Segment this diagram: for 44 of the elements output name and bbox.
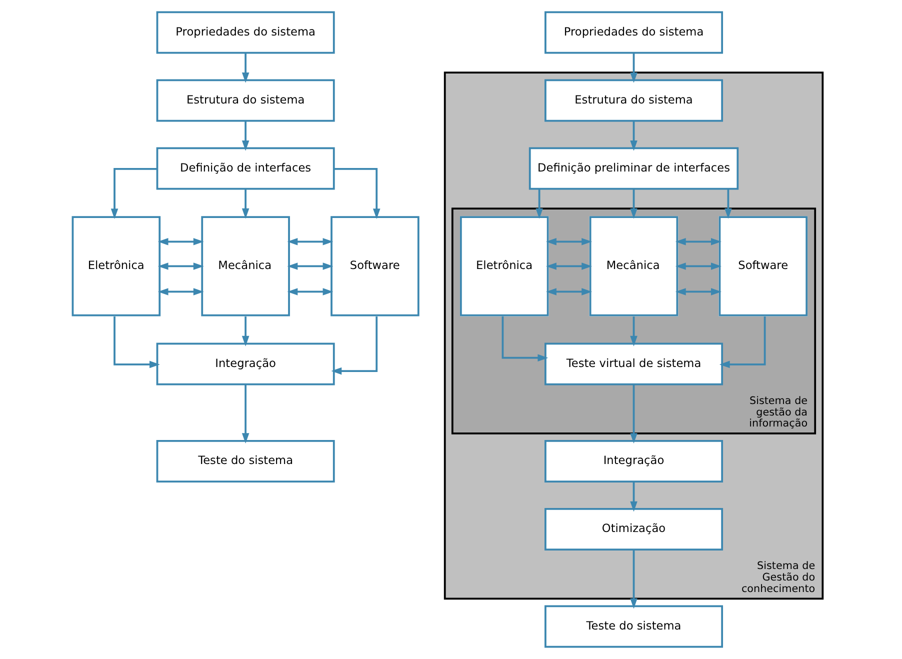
arrow	[114, 316, 160, 368]
arrow	[630, 188, 638, 219]
arrow	[675, 262, 722, 270]
arrow	[630, 550, 638, 609]
node-box: Teste virtual de sistema	[544, 342, 724, 386]
arrow	[536, 188, 543, 219]
arrow	[719, 316, 766, 368]
arrow	[334, 168, 380, 220]
arrow	[242, 52, 250, 83]
arrow	[630, 120, 638, 151]
node-box: Teste do sistema	[544, 605, 724, 648]
node-box: Estrutura do sistema	[544, 79, 724, 122]
arrow	[675, 238, 722, 246]
node-box: Definição de interfaces	[156, 147, 335, 190]
arrow	[546, 238, 592, 246]
arrow	[242, 316, 250, 346]
arrow	[158, 262, 204, 270]
arrow	[546, 288, 592, 296]
arrow	[242, 188, 250, 219]
arrow	[110, 168, 158, 220]
arrow	[242, 120, 250, 151]
node-box: Definição preliminar de interfaces	[528, 147, 739, 190]
arrow	[502, 316, 548, 362]
node-box: Propriedades do sistema	[156, 11, 335, 54]
arrow	[242, 384, 250, 444]
arrow	[630, 52, 638, 83]
node-box: Integração	[156, 342, 335, 386]
arrow	[546, 262, 592, 270]
arrow	[630, 384, 638, 444]
node-box: Propriedades do sistema	[544, 11, 724, 54]
arrow	[675, 288, 722, 296]
node-box: Otimização	[544, 508, 724, 551]
arrow	[158, 288, 204, 296]
node-box: Teste do sistema	[156, 440, 335, 482]
arrow	[158, 238, 204, 246]
arrow	[331, 316, 378, 375]
arrow	[630, 482, 638, 512]
node-box: Estrutura do sistema	[156, 79, 335, 122]
arrow	[287, 238, 334, 246]
arrow	[724, 188, 732, 219]
arrow	[287, 262, 334, 270]
node-box: Integração	[544, 440, 724, 482]
arrow	[630, 316, 638, 346]
arrow	[287, 288, 334, 296]
